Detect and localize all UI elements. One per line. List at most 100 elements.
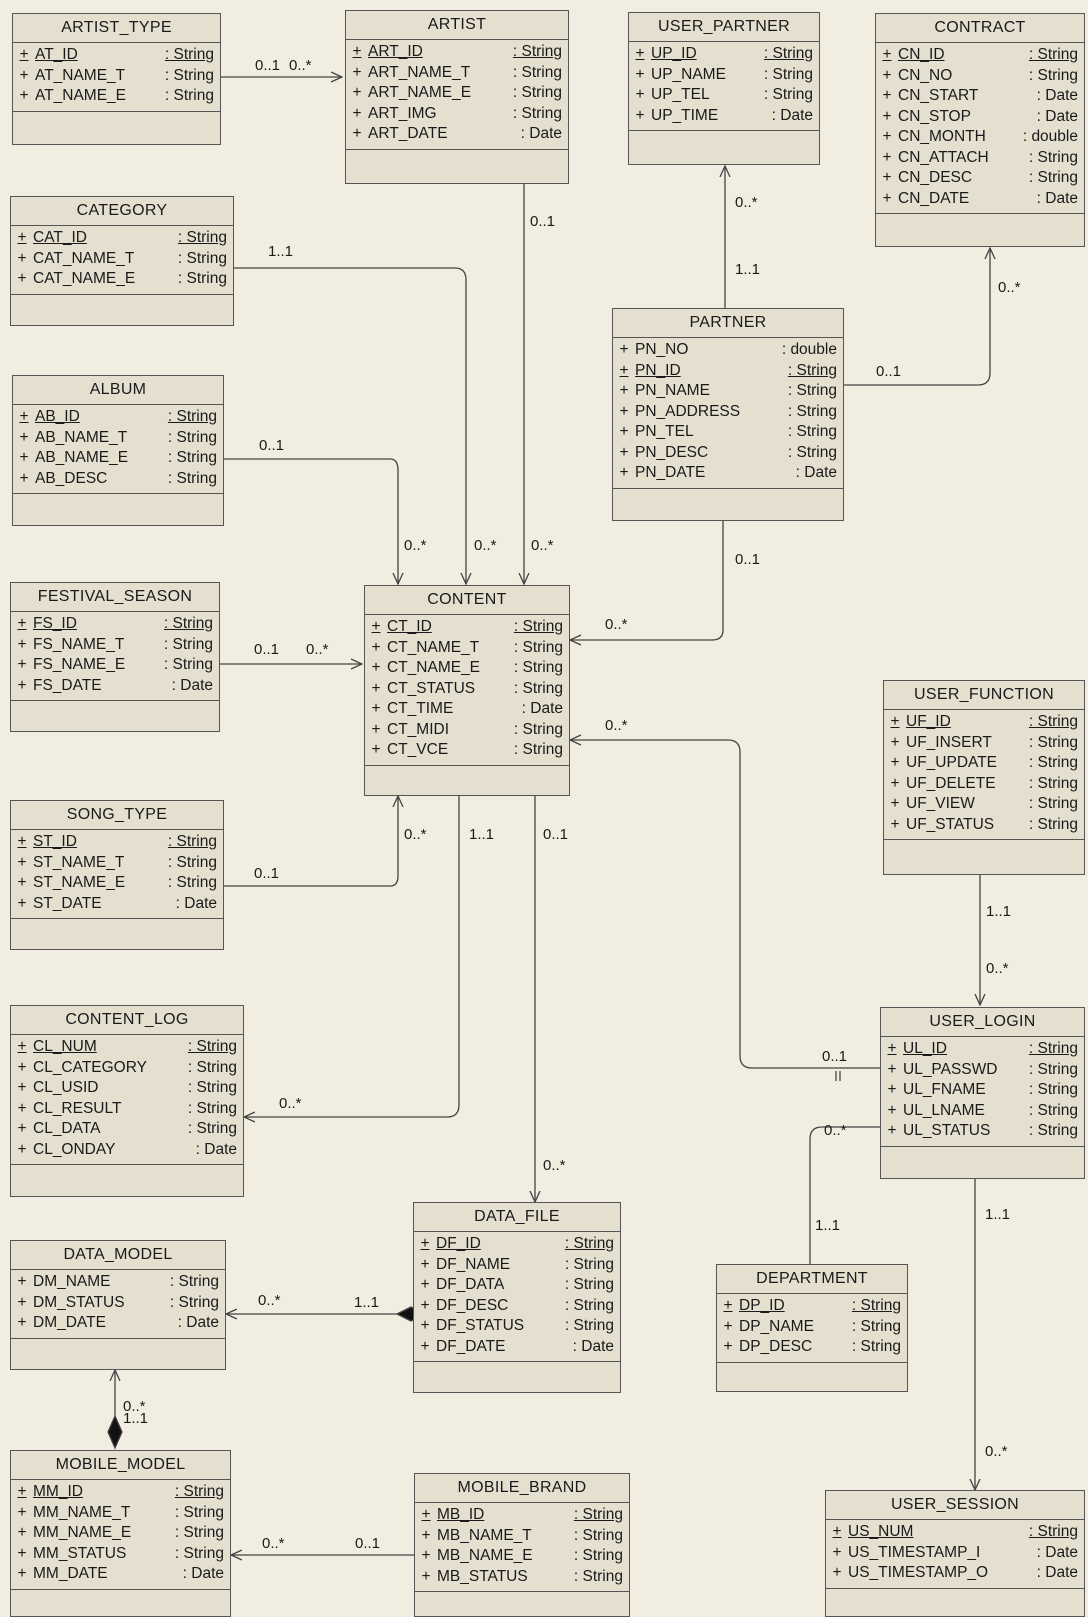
attribute-name: MB_ID xyxy=(437,1505,574,1526)
attribute-type: : String xyxy=(170,1293,225,1314)
visibility-marker: + xyxy=(11,1099,33,1120)
attribute-type: : String xyxy=(1029,753,1084,774)
attribute-row: +UP_TEL: String xyxy=(629,85,819,106)
attribute-type: : Date xyxy=(522,699,569,720)
entity-user-partner[interactable]: USER_PARTNER +UP_ID: String+UP_NAME: Str… xyxy=(628,12,820,165)
multiplicity-label: 0..1 xyxy=(355,1535,380,1552)
attribute-name: PN_DESC xyxy=(635,443,788,464)
entity-data-file[interactable]: DATA_FILE +DF_ID: String+DF_NAME: String… xyxy=(413,1202,621,1393)
attribute-row: +FS_NAME_E: String xyxy=(11,655,219,676)
attribute-type: : String xyxy=(788,422,843,443)
attribute-type: : String xyxy=(852,1296,907,1317)
attribute-name: CAT_NAME_T xyxy=(33,249,178,270)
attribute-name: DP_NAME xyxy=(739,1317,852,1338)
entity-artist[interactable]: ARTIST +ART_ID: String+ART_NAME_T: Strin… xyxy=(345,10,569,184)
attribute-name: CL_CATEGORY xyxy=(33,1058,188,1079)
attribute-type: : Date xyxy=(573,1337,620,1358)
entity-content[interactable]: CONTENT +CT_ID: String+CT_NAME_T: String… xyxy=(364,585,570,796)
attribute-type: : Date xyxy=(183,1564,230,1585)
multiplicity-label: 1..1 xyxy=(354,1294,379,1311)
attribute-type: : String xyxy=(164,614,219,635)
attribute-type: : String xyxy=(165,66,220,87)
visibility-marker: + xyxy=(13,86,35,107)
visibility-marker: + xyxy=(414,1296,436,1317)
attribute-name: US_TIMESTAMP_O xyxy=(848,1563,1037,1584)
attribute-type: : Date xyxy=(196,1140,243,1161)
multiplicity-label: 0..* xyxy=(258,1292,281,1309)
entity-mobile-brand[interactable]: MOBILE_BRAND +MB_ID: String+MB_NAME_T: S… xyxy=(414,1473,630,1617)
multiplicity-label: 0..* xyxy=(289,57,312,74)
attribute-type: : Date xyxy=(521,124,568,145)
entity-song-type[interactable]: SONG_TYPE +ST_ID: String+ST_NAME_T: Stri… xyxy=(10,800,224,950)
entity-festival-season[interactable]: FESTIVAL_SEASON +FS_ID: String+FS_NAME_T… xyxy=(10,582,220,732)
entity-title: ALBUM xyxy=(13,376,223,405)
visibility-marker: + xyxy=(415,1567,437,1588)
attribute-row: +CAT_NAME_E: String xyxy=(11,269,233,290)
entity-category[interactable]: CATEGORY +CAT_ID: String+CAT_NAME_T: Str… xyxy=(10,196,234,326)
attribute-type: : Date xyxy=(176,894,223,915)
attribute-list: +AB_ID: String+AB_NAME_T: String+AB_NAME… xyxy=(13,405,223,494)
attribute-row: +UF_STATUS: String xyxy=(884,815,1084,836)
attribute-type: : Date xyxy=(1037,86,1084,107)
visibility-marker: + xyxy=(11,1544,33,1565)
attribute-type: : String xyxy=(788,443,843,464)
attribute-type: : String xyxy=(1029,1522,1084,1543)
multiplicity-label: 0..* xyxy=(998,279,1021,296)
entity-department[interactable]: DEPARTMENT +DP_ID: String+DP_NAME: Strin… xyxy=(716,1264,908,1392)
attribute-name: ST_ID xyxy=(33,832,168,853)
attribute-type: : String xyxy=(175,1503,230,1524)
entity-title: ARTIST_TYPE xyxy=(13,14,220,43)
attribute-type: : String xyxy=(514,617,569,638)
edge-userlogin-content xyxy=(570,740,880,1068)
attribute-name: DF_STATUS xyxy=(436,1316,565,1337)
multiplicity-label: 0..1 xyxy=(254,641,279,658)
attribute-list: +AT_ID: String+AT_NAME_T: String+AT_NAME… xyxy=(13,43,220,112)
visibility-marker: + xyxy=(11,635,33,656)
attribute-name: AB_ID xyxy=(35,407,168,428)
entity-title: SONG_TYPE xyxy=(11,801,223,830)
entity-mobile-model[interactable]: MOBILE_MODEL +MM_ID: String+MM_NAME_T: S… xyxy=(10,1450,231,1617)
visibility-marker: + xyxy=(717,1296,739,1317)
attribute-row: +PN_TEL: String xyxy=(613,422,843,443)
entity-user-login[interactable]: USER_LOGIN +UL_ID: String+UL_PASSWD: Str… xyxy=(880,1007,1085,1179)
attribute-name: UF_UPDATE xyxy=(906,753,1029,774)
composition-diamond-mobilemodel xyxy=(108,1416,122,1448)
visibility-marker: + xyxy=(11,1119,33,1140)
entity-user-function[interactable]: USER_FUNCTION +UF_ID: String+UF_INSERT: … xyxy=(883,680,1085,875)
entity-contract[interactable]: CONTRACT +CN_ID: String+CN_NO: String+CN… xyxy=(875,13,1085,247)
visibility-marker: + xyxy=(13,448,35,469)
attribute-type: : String xyxy=(1029,168,1084,189)
attribute-row: +PN_ID: String xyxy=(613,361,843,382)
attribute-row: +MB_NAME_E: String xyxy=(415,1546,629,1567)
entity-partner[interactable]: PARTNER +PN_NO: double+PN_ID: String+PN_… xyxy=(612,308,844,521)
attribute-row: +AB_NAME_T: String xyxy=(13,428,223,449)
attribute-name: AB_NAME_E xyxy=(35,448,168,469)
entity-content-log[interactable]: CONTENT_LOG +CL_NUM: String+CL_CATEGORY:… xyxy=(10,1005,244,1197)
multiplicity-label: 0..1 xyxy=(259,437,284,454)
attribute-name: AB_DESC xyxy=(35,469,168,490)
attribute-row: +DF_DESC: String xyxy=(414,1296,620,1317)
visibility-marker: + xyxy=(11,269,33,290)
entity-album[interactable]: ALBUM +AB_ID: String+AB_NAME_T: String+A… xyxy=(12,375,224,526)
attribute-type: : String xyxy=(574,1505,629,1526)
visibility-marker: + xyxy=(415,1526,437,1547)
multiplicity-label: 0..* xyxy=(543,1157,566,1174)
attribute-type: : String xyxy=(852,1317,907,1338)
attribute-name: CN_STOP xyxy=(898,107,1037,128)
visibility-marker: + xyxy=(11,1523,33,1544)
multiplicity-label: 0..* xyxy=(306,641,329,658)
entity-data-model[interactable]: DATA_MODEL +DM_NAME: String+DM_STATUS: S… xyxy=(10,1240,226,1370)
attribute-row: +UF_DELETE: String xyxy=(884,774,1084,795)
attribute-type: : Date xyxy=(1037,107,1084,128)
attribute-name: FS_DATE xyxy=(33,676,172,697)
attribute-row: +CT_VCE: String xyxy=(365,740,569,761)
attribute-type: : String xyxy=(178,269,233,290)
attribute-type: : String xyxy=(168,407,223,428)
attribute-type: : String xyxy=(1029,794,1084,815)
attribute-name: CT_VCE xyxy=(387,740,514,761)
entity-user-session[interactable]: USER_SESSION +US_NUM: String+US_TIMESTAM… xyxy=(825,1490,1085,1617)
entity-title: USER_FUNCTION xyxy=(884,681,1084,710)
entity-artist-type[interactable]: ARTIST_TYPE +AT_ID: String+AT_NAME_T: St… xyxy=(12,13,221,145)
attribute-name: UF_ID xyxy=(906,712,1029,733)
visibility-marker: + xyxy=(629,85,651,106)
